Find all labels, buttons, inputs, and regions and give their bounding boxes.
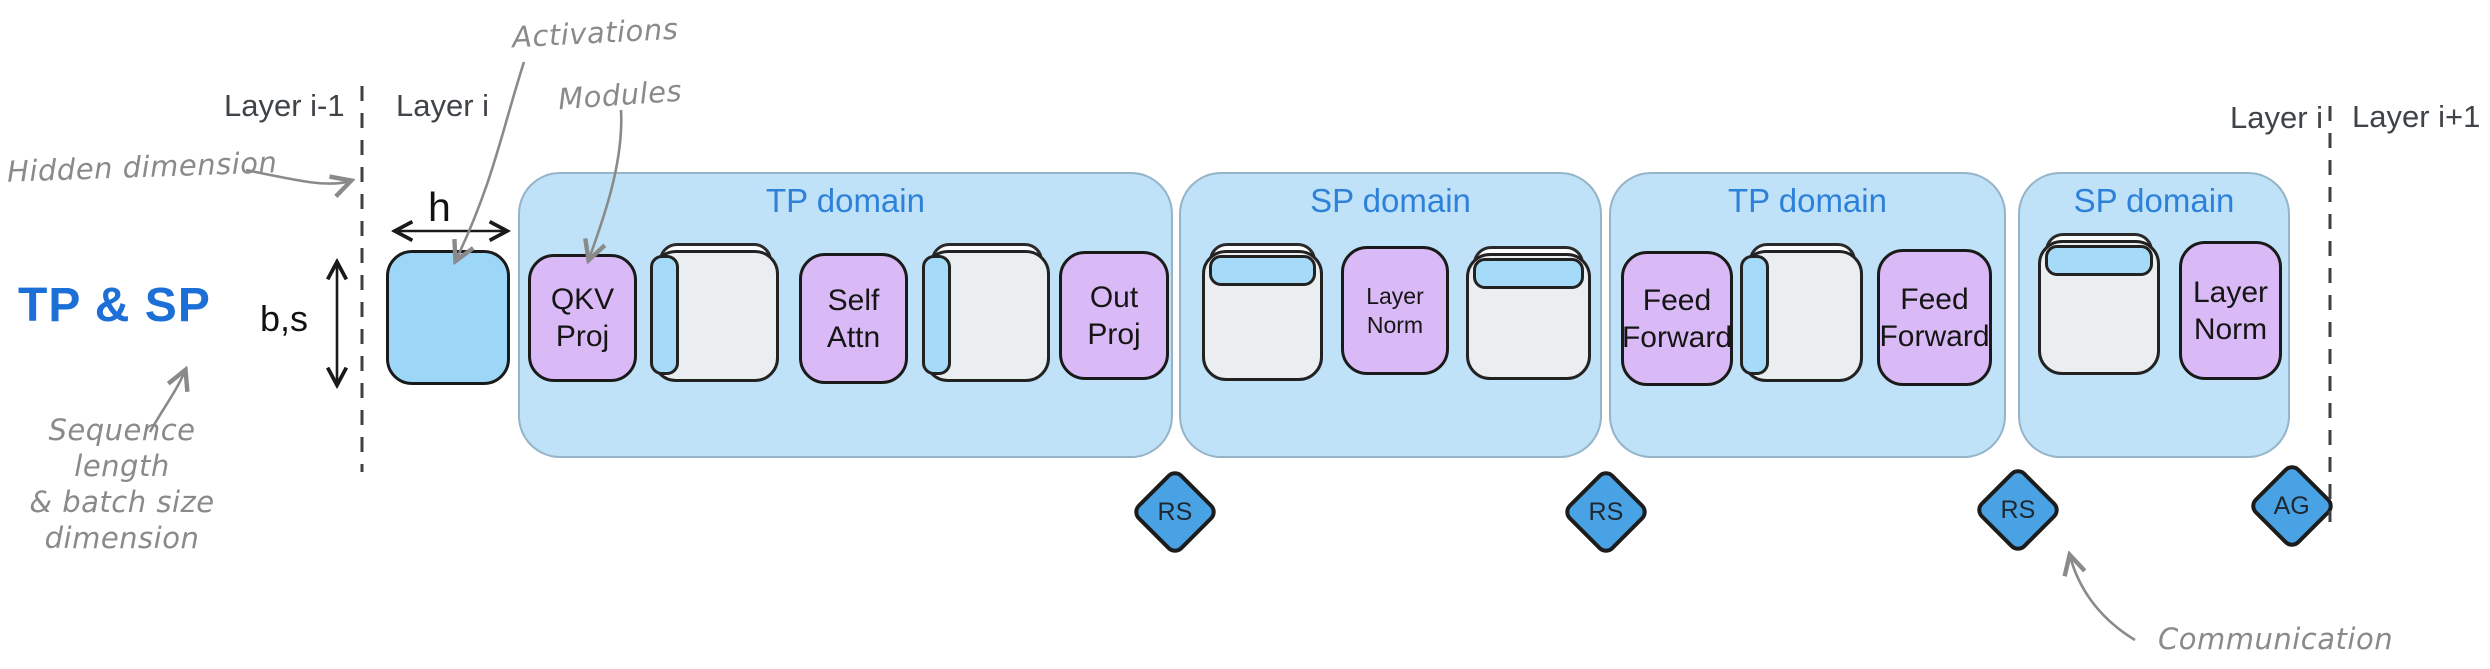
sp-domain-1: SP domain Layer Norm <box>1179 172 1602 458</box>
sp-domain-2-label: SP domain <box>2073 182 2235 219</box>
input-activation-block <box>386 250 510 385</box>
comm-op-reduce-scatter-3: RS <box>1972 464 2064 556</box>
comm-op-reduce-scatter-1: RS <box>1129 466 1221 558</box>
module-feed-forward-2: Feed Forward <box>1877 249 1992 386</box>
sp-domain-2: SP domain Layer Norm <box>2018 172 2290 458</box>
comm-op-label: RS <box>2000 495 2036 524</box>
tp-domain-1-label: TP domain <box>766 182 925 219</box>
tp-domain-2: TP domain Feed Forward Feed Forward <box>1609 172 2006 458</box>
modules-label: Modules <box>556 73 684 117</box>
comm-op-all-gather: AG <box>2246 460 2338 552</box>
bs-dimension-label: b,s <box>260 298 309 339</box>
module-layer-norm: Layer Norm <box>1341 246 1449 375</box>
communication-label: Communication <box>2158 622 2394 656</box>
activation-shard-vertical <box>922 255 951 375</box>
module-self-attn: Self Attn <box>799 253 908 384</box>
sharded-activation-tp <box>922 243 1050 382</box>
sharded-activation-sp <box>1202 243 1323 381</box>
sharded-activation-tp <box>1740 243 1863 382</box>
layer-i-label-right: Layer i <box>2230 100 2324 135</box>
layer-i-1-label: Layer i-1 <box>224 88 345 123</box>
activation-shard-vertical <box>650 255 679 375</box>
activation-shard-horizontal <box>1473 258 1584 289</box>
diagram-title: TP & SP <box>18 279 211 332</box>
module-out-proj: Out Proj <box>1059 251 1169 380</box>
module-feed-forward-1: Feed Forward <box>1621 251 1733 386</box>
activation-shard-vertical <box>1740 255 1769 375</box>
sp-domain-1-label: SP domain <box>1310 182 1471 219</box>
sharded-activation-tp <box>650 243 779 382</box>
comm-op-label: RS <box>1157 497 1193 526</box>
activation-shard-horizontal <box>1209 255 1316 286</box>
sharded-activation-sp <box>1466 246 1591 380</box>
layer-i-label-left: Layer i <box>396 88 490 123</box>
sharded-activation-sp <box>2038 233 2160 375</box>
communication-pointer-arrow <box>2070 556 2136 642</box>
module-qkv-proj: QKV Proj <box>528 254 637 382</box>
activation-shard-horizontal <box>2045 245 2153 276</box>
activations-label: Activations <box>511 11 680 55</box>
comm-op-label: RS <box>1588 497 1624 526</box>
layer-i+1-label: Layer i+1 <box>2352 99 2481 134</box>
tp-domain-2-label: TP domain <box>1728 182 1887 219</box>
comm-op-reduce-scatter-2: RS <box>1560 466 1652 558</box>
tp-domain-1: TP domain QKV Proj Self Attn Out Proj <box>518 172 1173 458</box>
module-layer-norm-2: Layer Norm <box>2179 241 2282 380</box>
comm-op-label: AG <box>2273 491 2311 520</box>
sequence-dimension-label: Sequence length & batch size dimension <box>29 413 215 555</box>
hidden-dimension-label: Hidden dimension <box>6 145 278 189</box>
h-dimension-label: h <box>428 184 451 230</box>
